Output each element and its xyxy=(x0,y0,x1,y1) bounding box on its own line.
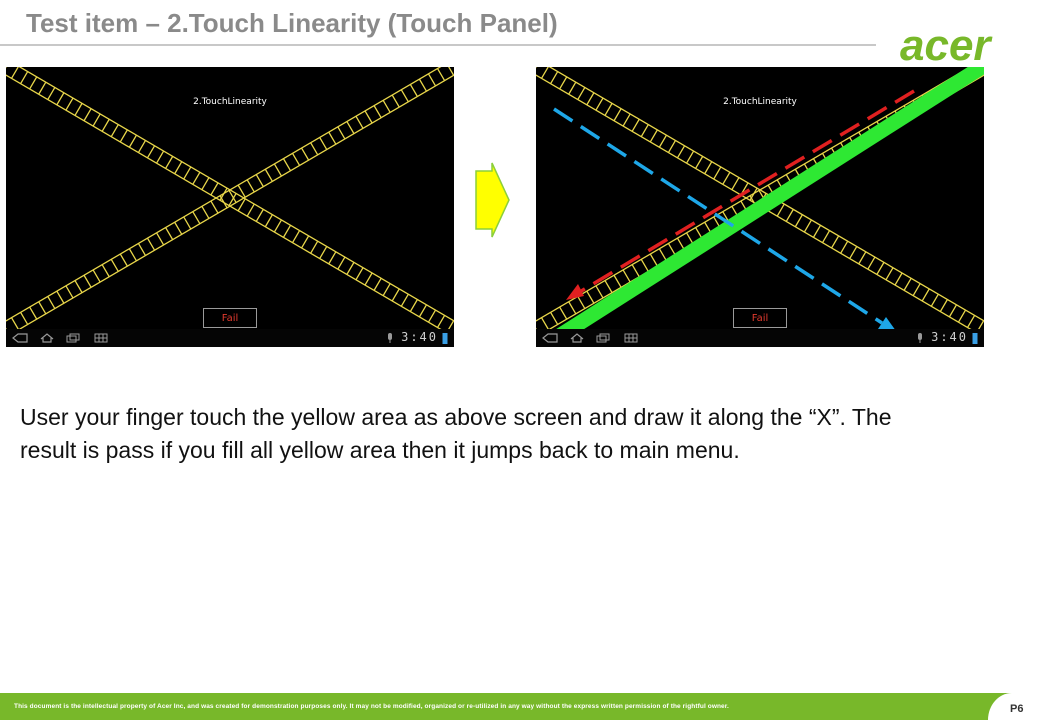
footer-bar: This document is the intellectual proper… xyxy=(0,693,1040,720)
right-arrow-icon xyxy=(475,162,510,238)
red-dashed-arrow xyxy=(577,89,915,295)
svg-text:acer: acer xyxy=(900,22,993,68)
menu-grid-icon[interactable] xyxy=(624,333,638,343)
system-bar: 3:40 xyxy=(6,329,454,347)
screen-title: 2.TouchLinearity xyxy=(723,97,797,107)
x-pattern xyxy=(6,67,454,336)
footer-disclaimer: This document is the intellectual proper… xyxy=(14,703,729,710)
x-pattern-filled xyxy=(536,67,984,347)
green-fill-stroke xyxy=(537,67,984,347)
screen-before: 2.TouchLinearity Fail 3:40 xyxy=(6,67,454,347)
home-icon[interactable] xyxy=(570,333,584,343)
back-icon[interactable] xyxy=(542,333,558,343)
recent-apps-icon[interactable] xyxy=(596,333,610,343)
diagonal-ladder-down xyxy=(6,67,454,336)
mic-icon xyxy=(388,333,392,343)
page-title: Test item – 2.Touch Linearity (Touch Pan… xyxy=(26,8,558,38)
screen-title: 2.TouchLinearity xyxy=(193,97,267,107)
page-tab xyxy=(988,693,1040,720)
recent-apps-icon[interactable] xyxy=(66,333,80,343)
page-number: P6 xyxy=(1010,703,1024,715)
fail-button[interactable]: Fail xyxy=(733,308,787,328)
fail-button[interactable]: Fail xyxy=(203,308,257,328)
battery-icon xyxy=(442,333,448,344)
instruction-text: User your finger touch the yellow area a… xyxy=(20,404,892,463)
clock: 3:40 xyxy=(401,330,438,344)
title-divider xyxy=(0,44,876,46)
mic-icon xyxy=(918,333,922,343)
screen-after: 2.TouchLinearity Fail 3:40 xyxy=(536,67,984,347)
battery-icon xyxy=(972,333,978,344)
menu-grid-icon[interactable] xyxy=(94,333,108,343)
diagonal-ladder-up xyxy=(6,67,454,336)
blue-dashed-arrow xyxy=(553,107,883,325)
back-icon[interactable] xyxy=(12,333,28,343)
acer-logo: acer xyxy=(900,22,993,68)
system-bar: 3:40 xyxy=(536,329,984,347)
blue-arrowhead-icon xyxy=(878,317,896,331)
clock: 3:40 xyxy=(931,330,968,344)
home-icon[interactable] xyxy=(40,333,54,343)
red-arrowhead-icon xyxy=(566,284,584,300)
